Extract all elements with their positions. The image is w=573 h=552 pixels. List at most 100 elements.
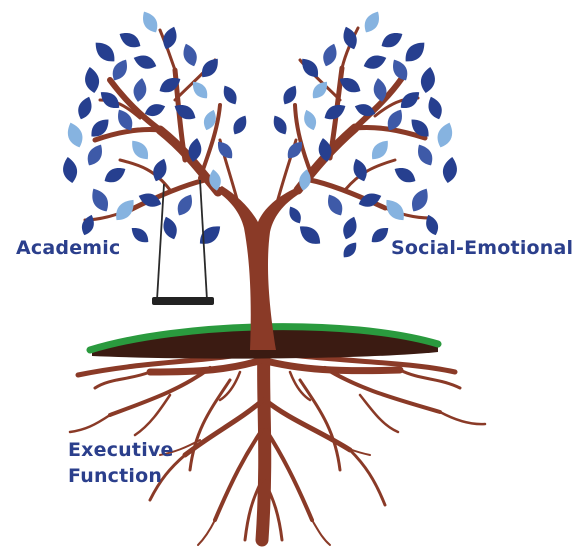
leaf-0 — [143, 11, 158, 33]
leaf-71 — [318, 138, 332, 162]
branch-7 — [198, 103, 222, 180]
leaf-49 — [373, 78, 387, 102]
branch-4 — [158, 28, 177, 72]
leaf-47 — [312, 81, 328, 99]
leaf-41 — [323, 43, 337, 67]
leaf-63 — [353, 158, 367, 182]
branch-2 — [92, 127, 163, 143]
leaf-32 — [131, 227, 149, 243]
leaf-74 — [299, 169, 311, 191]
leaf-55 — [354, 104, 376, 117]
root-27 — [218, 370, 242, 402]
leaf-16 — [118, 109, 133, 131]
root-18 — [438, 410, 487, 426]
leaf-4 — [95, 42, 115, 62]
leaf-11 — [133, 78, 147, 102]
leaf-38 — [364, 11, 379, 33]
leaf-73 — [273, 115, 287, 135]
leaf-52 — [437, 122, 453, 148]
root-1 — [146, 356, 266, 376]
leaf-77 — [289, 206, 301, 224]
root-12 — [348, 448, 387, 507]
leaf-61 — [394, 168, 416, 183]
leaf-36 — [209, 169, 221, 191]
leaf-62 — [371, 140, 388, 160]
root-28 — [288, 370, 312, 402]
leaf-19 — [203, 109, 216, 131]
leaf-50 — [400, 92, 420, 109]
leaf-1 — [119, 33, 141, 48]
root-system — [68, 338, 487, 547]
tree-swing — [152, 179, 214, 305]
swing-rope-left — [156, 183, 165, 301]
leaf-44 — [393, 59, 408, 81]
branch-18 — [293, 103, 314, 178]
root-0 — [255, 338, 272, 547]
leaf-66 — [358, 193, 382, 207]
leaf-43 — [420, 67, 435, 93]
leaf-64 — [411, 188, 428, 212]
root-23 — [133, 393, 172, 437]
branch-21 — [343, 158, 397, 192]
executive-function-label: Executive Function — [68, 437, 174, 489]
swing-rope-right — [199, 179, 208, 301]
leaf-34 — [217, 141, 233, 159]
executive-function-label-line1: Executive — [68, 439, 174, 461]
tree-trunk — [83, 26, 432, 350]
root-17 — [68, 413, 112, 434]
leaf-53 — [411, 119, 429, 137]
leaf-54 — [387, 109, 402, 131]
leaf-22 — [63, 157, 78, 183]
leaf-25 — [153, 158, 167, 182]
root-25 — [159, 439, 201, 456]
leaf-57 — [304, 109, 317, 131]
leaf-29 — [177, 194, 192, 216]
leaf-9 — [192, 81, 208, 99]
root-20 — [311, 519, 331, 546]
academic-label: Academic — [16, 237, 121, 259]
leaf-7 — [133, 55, 157, 69]
leaf-51 — [428, 96, 442, 120]
leaf-70 — [371, 227, 389, 243]
leaf-15 — [91, 119, 109, 137]
leaf-46 — [302, 58, 319, 78]
leaf-2 — [163, 26, 177, 50]
leaf-12 — [100, 92, 120, 109]
root-13 — [213, 428, 264, 522]
executive-function-label-line2: Function — [68, 465, 163, 487]
root-15 — [188, 378, 232, 472]
leaf-42 — [405, 42, 425, 62]
root-5 — [108, 366, 212, 417]
leaf-24 — [132, 140, 149, 160]
leaf-35 — [233, 115, 247, 135]
leaf-33 — [188, 138, 202, 162]
leaf-39 — [381, 33, 403, 48]
leaf-27 — [116, 199, 134, 221]
leaf-76 — [343, 242, 357, 258]
root-16 — [298, 378, 342, 472]
leaf-69 — [299, 226, 321, 244]
root-22 — [262, 478, 284, 542]
leaf-26 — [92, 188, 109, 212]
leaf-40 — [343, 26, 357, 50]
leaf-21 — [87, 144, 102, 166]
social-emotional-label: Social-Emotional — [391, 237, 573, 259]
branch-1 — [107, 77, 163, 133]
leaf-75 — [426, 214, 439, 236]
leaf-68 — [343, 216, 357, 240]
leaf-14 — [67, 122, 83, 148]
leaf-canopy — [63, 11, 457, 258]
leaf-23 — [104, 168, 126, 183]
root-19 — [197, 519, 216, 546]
leaf-31 — [199, 226, 221, 244]
leaf-6 — [112, 59, 127, 81]
leaf-48 — [339, 78, 361, 93]
leaf-17 — [144, 104, 166, 117]
leaf-58 — [283, 85, 297, 105]
root-6 — [323, 366, 442, 414]
leaf-18 — [174, 105, 196, 120]
leaf-56 — [324, 105, 346, 120]
leaf-67 — [328, 194, 343, 216]
leaf-20 — [223, 85, 237, 105]
